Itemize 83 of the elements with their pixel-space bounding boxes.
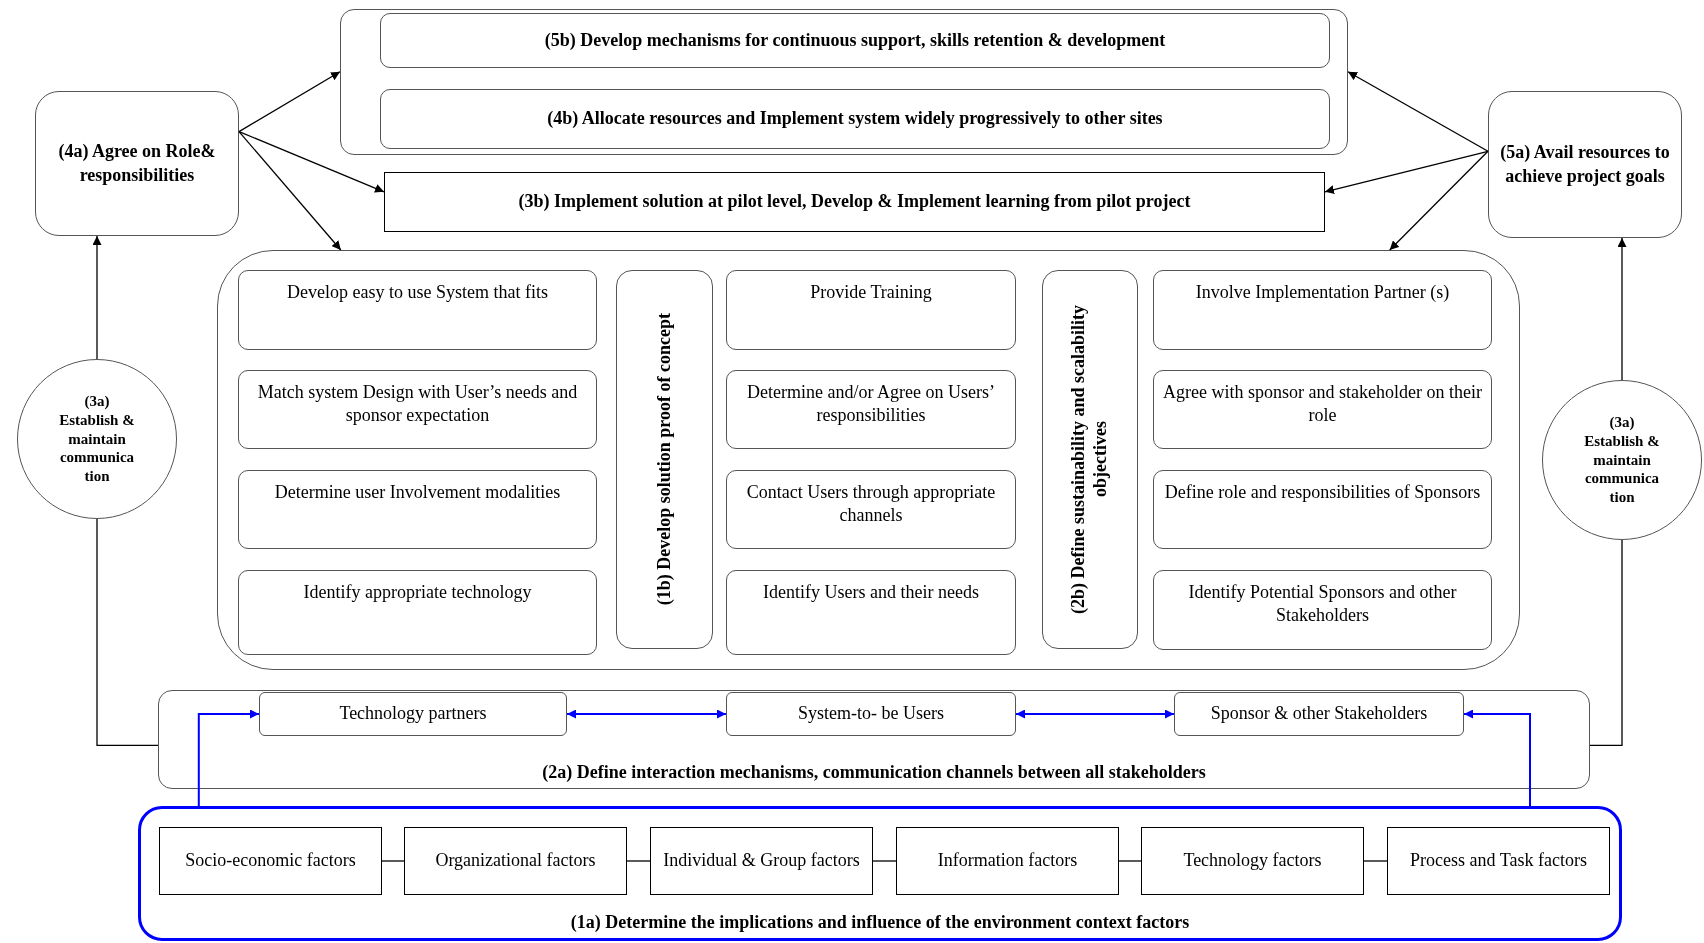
group-frame <box>340 9 1348 155</box>
arrow <box>238 130 385 193</box>
task-box <box>726 570 1016 655</box>
connector-line <box>381 860 405 862</box>
process-box <box>384 172 1325 232</box>
box-label: Individual & Group factors <box>662 849 861 873</box>
column-box <box>616 270 713 649</box>
box-label: Involve Implementation Partner (s) <box>1194 281 1451 304</box>
factor-box <box>1141 827 1364 895</box>
task-box <box>238 370 597 449</box>
process-box <box>380 89 1330 149</box>
box-label: Identify appropriate technology <box>302 581 533 604</box>
box-label: Provide Training <box>809 281 933 304</box>
step-label: (2b) Define sustainability and scalability objectives <box>1068 304 1111 617</box>
connector-line <box>626 860 651 862</box>
box-label: Contact Users through appropriate channels <box>745 481 997 528</box>
arrow <box>197 709 260 807</box>
box-label: Technology factors <box>1182 849 1323 873</box>
step-heading: (1a) Determine the implications and influence of the environment context factors <box>569 910 1191 934</box>
box-label: Identify Potential Sponsors and other Stakeholders <box>1187 581 1458 628</box>
arrow <box>1015 709 1175 719</box>
process-box <box>35 91 239 236</box>
step-label: (5a) Avail resources to achieve project goals <box>1499 141 1671 188</box>
step-heading: (2a) Define interaction mechanisms, communication channels between all stakeholders <box>541 760 1207 784</box>
task-box <box>1153 370 1492 449</box>
arrow <box>92 235 102 360</box>
step-label: (5b) Develop mechanisms for continuous support, skills retention & development <box>543 28 1167 52</box>
box-label: Organizational factors <box>434 849 597 873</box>
step-label: (3a) Establish & maintain communica tion <box>58 392 136 486</box>
task-box <box>238 270 597 350</box>
arrow <box>238 71 341 133</box>
stakeholder-box <box>259 692 567 736</box>
task-box <box>1153 470 1492 549</box>
task-box <box>726 470 1016 549</box>
arrow <box>1389 150 1489 251</box>
task-box <box>1153 570 1492 650</box>
factor-box <box>1387 827 1610 895</box>
box-label: Match system Design with User’s needs and sponsor expectation <box>256 381 579 428</box>
connector-line <box>1118 860 1142 862</box>
box-label: Socio-economic factors <box>184 849 357 873</box>
connector-line <box>1589 539 1623 747</box>
step-label: (3b) Implement solution at pilot level, Develop & Implement learning from pilot project <box>517 190 1192 214</box>
task-box <box>238 470 597 549</box>
task-box <box>238 570 597 655</box>
step-label: (3a) Establish & maintain communica tion <box>1583 413 1661 507</box>
box-label: Develop easy to use System that fits <box>286 281 549 304</box>
arrow <box>1617 237 1627 381</box>
box-label: Identify Users and their needs <box>762 581 980 604</box>
box-label: Define role and responsibilities of Sponsors <box>1163 481 1482 504</box>
stakeholder-box <box>726 692 1016 736</box>
stakeholder-box <box>1174 692 1464 736</box>
box-label: Process and Task factors <box>1409 849 1588 873</box>
step-label: (4a) Agree on Role& responsibilities <box>57 140 217 187</box>
column-box <box>1042 270 1138 649</box>
box-label: Sponsor & other Stakeholders <box>1209 702 1429 726</box>
connector-line <box>96 518 159 747</box>
box-label: Agree with sponsor and stakeholder on their role <box>1162 381 1483 428</box>
connector-line <box>872 860 897 862</box>
process-box <box>380 13 1330 68</box>
task-box <box>726 270 1016 350</box>
stakeholder-band <box>158 690 1590 789</box>
arrow <box>1463 709 1531 807</box>
factor-box <box>404 827 627 895</box>
factor-box <box>896 827 1119 895</box>
task-box <box>1153 270 1492 350</box>
box-label: Determine user Involvement modalities <box>273 481 562 504</box>
process-box <box>1488 91 1682 238</box>
arrow <box>238 130 342 251</box>
step-label: (4b) Allocate resources and Implement system widely progressively to other sites <box>546 107 1164 131</box>
step-label: (1b) Develop solution proof of concept <box>653 313 675 606</box>
factor-box <box>650 827 873 895</box>
box-label: System-to- be Users <box>797 702 945 726</box>
context-frame <box>138 806 1622 941</box>
arrow <box>1347 71 1489 152</box>
box-label: Determine and/or Agree on Users’ responsibilities <box>746 381 996 428</box>
arrow <box>566 709 727 719</box>
arrow <box>1324 150 1489 194</box>
box-label: Technology partners <box>338 702 488 726</box>
task-box <box>726 370 1016 449</box>
factor-box <box>159 827 382 895</box>
connector-line <box>1363 860 1388 862</box>
group-frame <box>217 250 1520 670</box>
box-label: Information factors <box>936 849 1079 873</box>
